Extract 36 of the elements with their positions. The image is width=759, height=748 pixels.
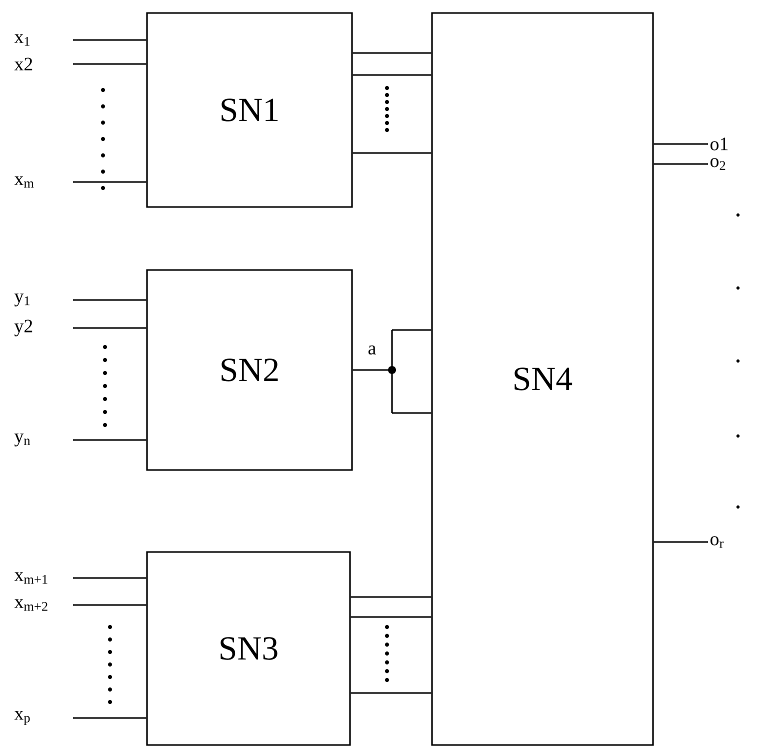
connector-line	[73, 39, 146, 41]
edge-label: a	[366, 344, 378, 356]
process-box: SN3	[146, 551, 351, 746]
connector-line	[654, 163, 708, 165]
connector-line	[73, 717, 146, 719]
connector-line	[352, 52, 432, 54]
input-label: x$_{m+2}$	[14, 599, 48, 611]
input-label: y2	[14, 320, 32, 336]
output-label: o$_{r}$	[710, 536, 724, 548]
connector-line	[352, 329, 432, 414]
connector-line	[73, 327, 146, 329]
connector-line	[654, 143, 708, 145]
process-box: SN4	[431, 12, 654, 746]
connector-line	[73, 299, 146, 301]
output-label: o1	[710, 138, 728, 150]
input-label: x$_{p}$	[14, 710, 30, 726]
connector-line	[352, 152, 432, 154]
input-label: x$_{m+1}$	[14, 572, 48, 584]
process-box: SN1	[146, 12, 353, 208]
input-label: x$_{m}$	[14, 176, 34, 188]
connector-line	[654, 541, 708, 543]
connector-line	[73, 439, 146, 441]
input-label: x$_{1}$	[14, 34, 30, 46]
connector-line	[350, 692, 432, 694]
connector-line	[350, 616, 432, 618]
connector-line	[73, 63, 146, 65]
output-label: o$_{2}$	[710, 158, 726, 170]
connector-line	[73, 604, 146, 606]
input-label: y$_{1}$	[14, 294, 30, 306]
input-label: x2	[14, 58, 32, 70]
input-label: y$_{n}$	[14, 434, 30, 446]
connector-line	[73, 181, 146, 183]
process-box: SN2	[146, 269, 353, 471]
connector-line	[352, 74, 432, 76]
connector-line	[73, 577, 146, 579]
connector-line	[350, 596, 432, 598]
